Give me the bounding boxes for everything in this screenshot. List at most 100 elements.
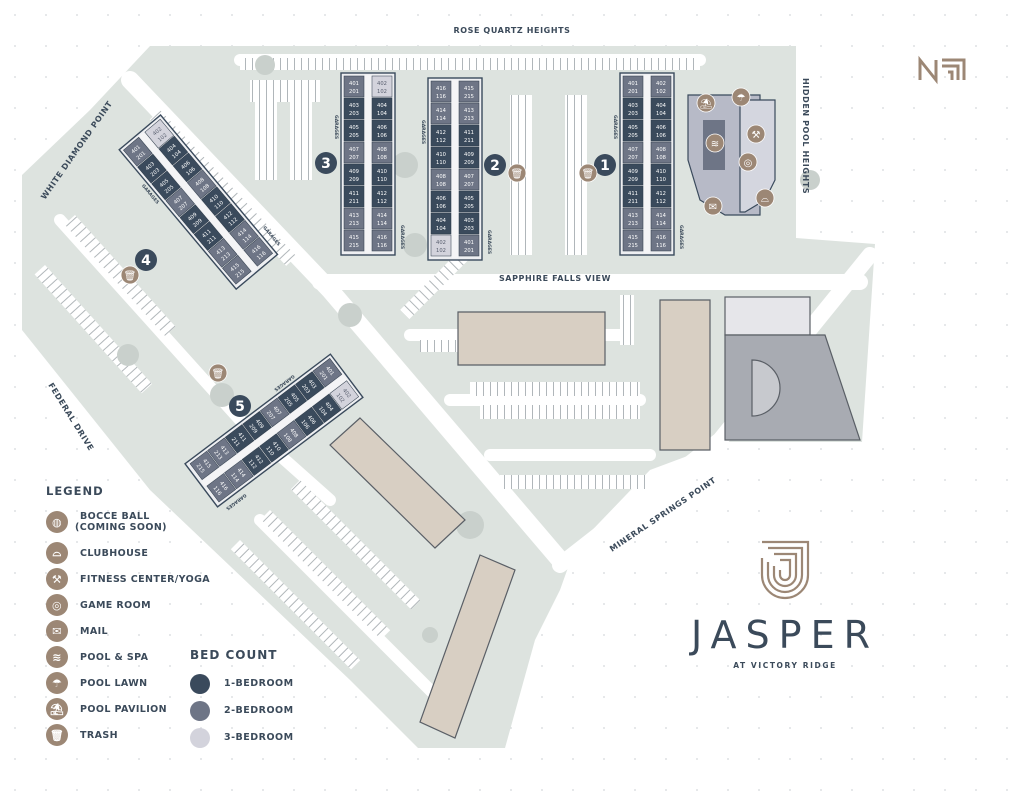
building-badge-5[interactable]: 5 <box>229 395 251 417</box>
clubhouse-bell-icon[interactable]: ⌓ <box>755 188 775 208</box>
trash-icon[interactable]: 🗑 <box>507 163 527 183</box>
trash-icon[interactable]: 🗑 <box>120 265 140 285</box>
trash-icon[interactable]: 🗑 <box>208 363 228 383</box>
trash-icon[interactable]: 🗑 <box>578 163 598 183</box>
building-badge-2[interactable]: 2 <box>484 154 506 176</box>
building-badge-4[interactable]: 4 <box>135 249 157 271</box>
building-badge-1[interactable]: 1 <box>594 154 616 176</box>
game-target-icon[interactable]: ◎ <box>738 152 758 172</box>
pool-ladder-icon[interactable]: ≋ <box>705 133 725 153</box>
building-2[interactable]: 4161164141144121124101104081084061064041… <box>420 77 492 261</box>
building-badge-3[interactable]: 3 <box>315 152 337 174</box>
building-4[interactable]: 4012014032034052054072074092094112114132… <box>113 109 285 295</box>
dumbbell-icon[interactable]: ⚒ <box>746 124 766 144</box>
mailbox-icon[interactable]: ✉ <box>703 196 723 216</box>
building-1[interactable]: 4012014032034052054072074092094112114132… <box>612 72 684 256</box>
building-3[interactable]: 4012014032034052054072074092094112114132… <box>333 72 405 256</box>
pavilion-umbrella-icon[interactable]: ⛱ <box>696 93 716 113</box>
umbrella-lounge-icon[interactable]: ☂ <box>731 87 751 107</box>
building-5[interactable]: 4012014032034052054072074092094112114132… <box>180 348 369 515</box>
